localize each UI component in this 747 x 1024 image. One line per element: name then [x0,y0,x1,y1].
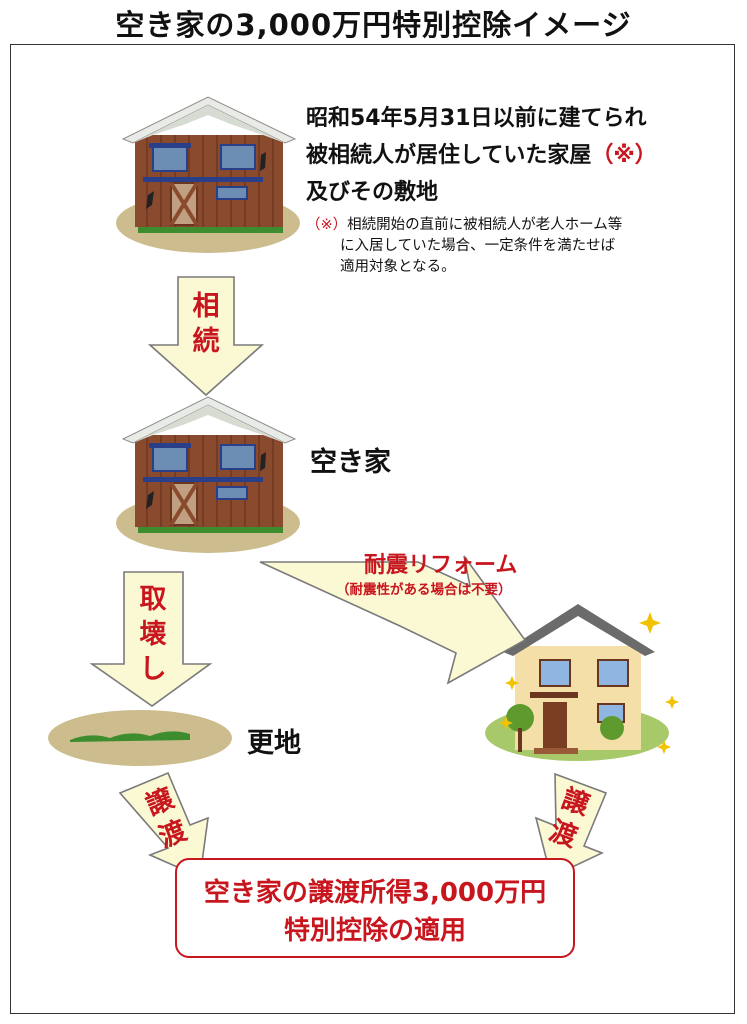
reform-sublabel: （耐震性がある場合は不要） [336,582,512,598]
footnote-text1: 相続開始の直前に被相続人が老人ホーム等 [347,217,623,233]
result-line2: 特別控除の適用 [283,916,466,946]
demolish-arrow [89,571,213,707]
footnote-line1: （※）相続開始の直前に被相続人が老人ホーム等 [306,213,622,234]
footnote-line2: に入居していた場合、一定条件を満たせば [340,238,616,254]
inherit-arrow [147,276,265,397]
page-title: 空き家の3,000万円特別控除イメージ [115,8,632,42]
demolish-label-char: 壊 [139,619,167,650]
transfer-right-arrow [534,772,608,879]
diagram-frame [10,44,735,1014]
reform-label: 耐震リフォーム [364,553,518,578]
house-condition-line1: 昭和54年5月31日以前に建てられ [306,106,647,131]
house-condition-line2: 被相続人が居住していた家屋（※） [306,137,657,169]
demolish-label-char: し [139,654,167,685]
result-box [175,858,575,958]
old-house-image [114,95,302,255]
inherit-label-char: 相 [192,291,220,322]
empty-house-label: 空き家 [310,447,391,478]
footnote-note-mark: （※） [306,217,348,233]
house-condition-line3: 及びその敷地 [306,180,439,205]
footnote-mark: （※） [591,143,657,168]
vacant-land-label: 更地 [247,728,301,759]
house-condition-line2-main: 被相続人が居住していた家屋 [306,143,592,168]
footnote-line3: 適用対象となる。 [340,259,456,275]
transfer-left-arrow [118,771,209,879]
inherit-label-char: 続 [192,326,220,357]
result-line1: 空き家の譲渡所得3,000万円 [203,878,547,908]
demolish-label-char: 取 [139,584,167,615]
vacant-land-image [48,710,232,766]
reform-arrow [259,555,527,685]
renovated-house-image [485,604,679,761]
empty-house-image [114,395,302,555]
